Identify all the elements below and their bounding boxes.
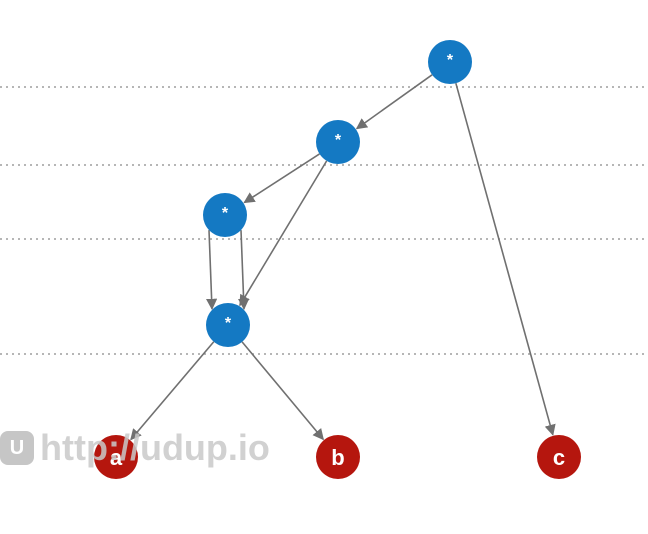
operation-node-m2: * — [316, 120, 360, 164]
node-circle — [537, 435, 581, 479]
input-node-a: a — [94, 435, 138, 479]
watermark-logo-icon: U — [0, 431, 34, 465]
edge-m4-to-a — [130, 341, 215, 441]
edge-m2-to-m4 — [239, 160, 328, 307]
node-circle — [206, 303, 250, 347]
node-label: * — [447, 52, 454, 69]
node-label: c — [553, 445, 565, 470]
watermark-text: http://udup.io — [40, 427, 270, 468]
edge-m3-to-m4 — [238, 230, 250, 311]
input-node-b: b — [316, 435, 360, 479]
operation-node-m1: * — [428, 40, 472, 84]
node-circle — [94, 435, 138, 479]
edge-m1-to-m2 — [355, 74, 433, 130]
node-circle — [203, 193, 247, 237]
node-label: b — [331, 445, 344, 470]
input-node-c: c — [537, 435, 581, 479]
node-label: a — [110, 445, 123, 470]
node-label: * — [335, 132, 342, 149]
node-circle — [428, 40, 472, 84]
edge-m2-to-m3 — [243, 153, 320, 204]
operation-node-m3: * — [203, 193, 247, 237]
edge-m4-to-b — [241, 341, 324, 441]
watermark: U http://udup.io — [0, 426, 270, 470]
node-circle — [316, 120, 360, 164]
operation-node-m4: * — [206, 303, 250, 347]
node-circle — [316, 435, 360, 479]
edge-m3-to-m4 — [206, 230, 218, 311]
node-label: * — [222, 205, 229, 222]
edge-m1-to-c — [455, 82, 556, 436]
node-label: * — [225, 315, 232, 332]
